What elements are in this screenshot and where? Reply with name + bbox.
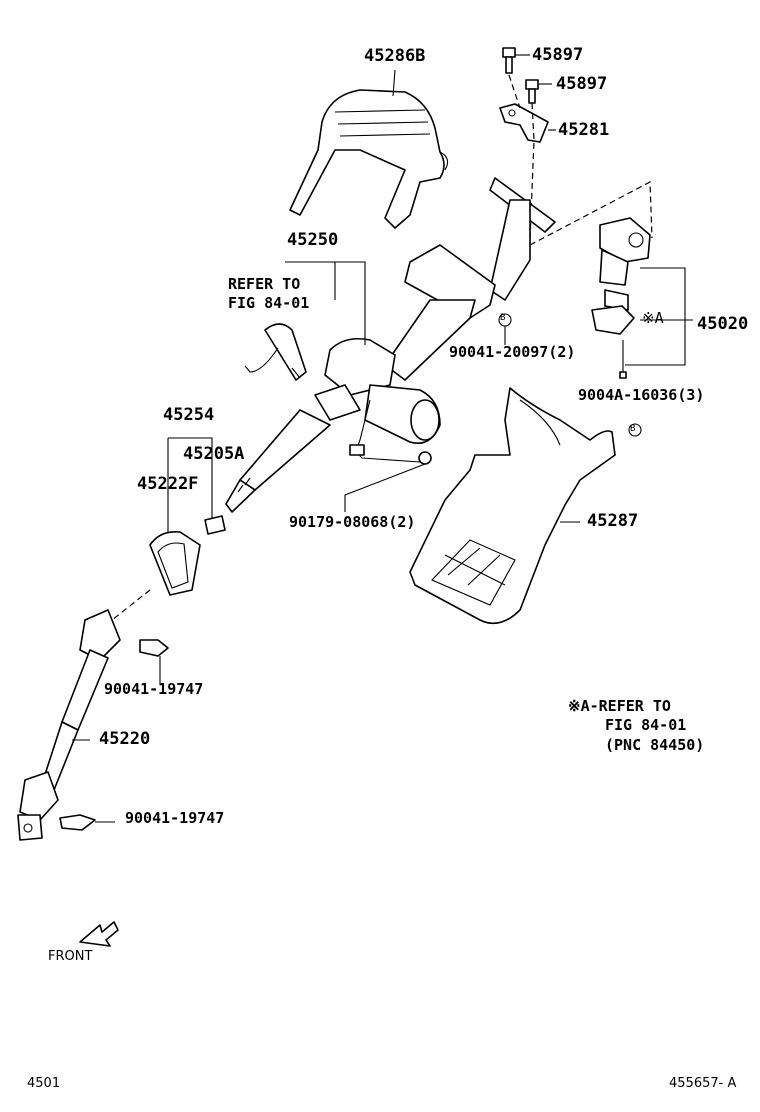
label-9004A-16036: 9004A-16036(3) — [578, 386, 705, 404]
refer-line-1: REFER TO — [228, 275, 301, 293]
bolt-45897-lower — [525, 79, 539, 104]
lower-column-cover — [409, 387, 616, 625]
bolt-19747-upper — [139, 639, 169, 657]
nut-08068 — [418, 451, 432, 465]
bolt-45897-upper — [502, 47, 516, 74]
boot-45254 — [149, 530, 201, 596]
label-90179-08068: 90179-08068(2) — [289, 513, 416, 531]
label-45220: 45220 — [99, 729, 151, 749]
label-45254: 45254 — [163, 405, 215, 425]
label-45020: 45020 — [697, 314, 749, 334]
front-arrow-icon — [79, 921, 119, 947]
note-a-line-1: ※A-REFER TO — [568, 697, 671, 715]
note-a-line-3: (PNC 84450) — [605, 736, 705, 754]
bracket-45281 — [499, 103, 549, 143]
steering-column-assembly — [225, 177, 556, 513]
note-a-line-2: FIG 84-01 — [605, 716, 687, 734]
clip-45205A — [204, 515, 226, 535]
label-90041-19747-upper: 90041-19747 — [104, 680, 204, 698]
mark-b-2: B — [630, 424, 636, 434]
marker-b-2 — [628, 423, 642, 437]
lock-assembly-45020 — [591, 217, 651, 335]
refer-line-2: FIG 84-01 — [228, 294, 310, 312]
mark-b-1: B — [500, 313, 506, 323]
bolt-19747-lower — [59, 814, 96, 831]
label-45287: 45287 — [587, 511, 639, 531]
label-45897-upper: 45897 — [532, 45, 584, 65]
footer-right-code: 455657- A — [669, 1076, 737, 1091]
label-45222F: 45222F — [137, 474, 199, 494]
mark-a: ※A — [642, 309, 664, 327]
label-45250: 45250 — [287, 230, 339, 250]
label-45205A: 45205A — [183, 444, 245, 464]
label-45281: 45281 — [558, 120, 610, 140]
front-label: FRONT — [48, 949, 93, 964]
label-45897-lower: 45897 — [556, 74, 608, 94]
intermediate-shaft-45220 — [17, 609, 121, 841]
label-90041-20097: 90041-20097(2) — [449, 343, 576, 361]
footer-left-code: 4501 — [27, 1076, 61, 1091]
label-45286B: 45286B — [364, 46, 426, 66]
label-90041-19747-lower: 90041-19747 — [125, 809, 225, 827]
sensor-refer — [244, 323, 307, 381]
upper-column-cover — [289, 89, 449, 229]
